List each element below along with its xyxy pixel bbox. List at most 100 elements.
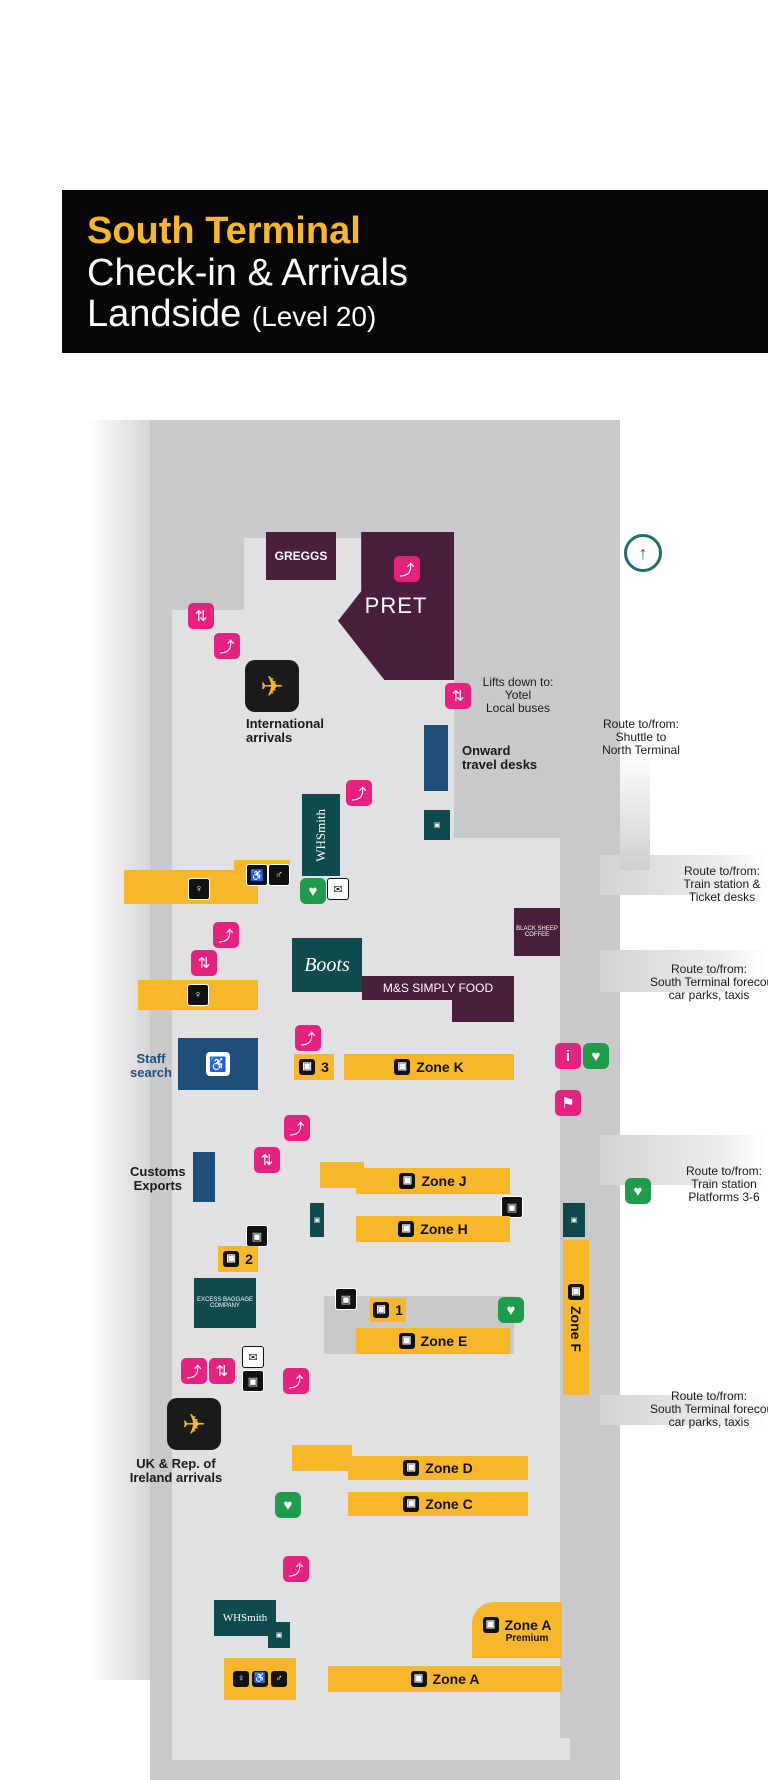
area-title: Check-in & Arrivals [87, 252, 408, 294]
international-arrivals-label: International arrivals [246, 717, 324, 745]
escalator-icon[interactable]: ⤴ [283, 1368, 309, 1394]
shuttle-route-label: Route to/from: Shuttle to North Terminal [596, 718, 686, 757]
premium-label: Premium [505, 1632, 549, 1644]
map-title-banner: South Terminal Check-in & Arrivals Lands… [62, 190, 768, 353]
baggage-drop-icon: ▣ [403, 1496, 420, 1512]
zone-k[interactable]: ▣Zone K [344, 1054, 514, 1080]
zone-a-premium[interactable]: ▣Zone A Premium [472, 1602, 562, 1658]
label-line: South Terminal forecourt, [650, 1402, 768, 1416]
boots-shop[interactable]: Boots [292, 938, 362, 992]
defibrillator-icon[interactable]: ♥ [583, 1043, 609, 1069]
lift-icon[interactable]: ⇅ [445, 683, 471, 709]
postbox-icon[interactable]: ✉ [327, 878, 349, 900]
escalator-icon[interactable]: ⤴ [284, 1115, 310, 1141]
zone-label: Zone F [568, 1305, 584, 1352]
escalator-icon[interactable]: ⤴ [295, 1025, 321, 1051]
baggage-drop-icon[interactable]: ▣ [335, 1288, 357, 1310]
zone-e[interactable]: ▣Zone E [356, 1328, 510, 1354]
whsmith-label: WHSmith [313, 808, 328, 862]
lift-icon[interactable]: ⇅ [254, 1147, 280, 1173]
label-line: UK & Rep. of [136, 1456, 216, 1471]
zone-number: 2 [245, 1251, 253, 1267]
toilets-icon[interactable]: ♀ [188, 878, 210, 900]
information-icon[interactable]: i [555, 1043, 581, 1069]
baggage-drop-icon[interactable]: ▣ [246, 1225, 268, 1247]
boots-label: Boots [304, 953, 350, 976]
greggs-shop[interactable]: GREGGS [266, 532, 336, 580]
label-line: car parks, taxis [668, 1415, 750, 1429]
label-line: Train station & [683, 877, 761, 891]
baggage-drop-icon[interactable]: ▣ [242, 1370, 264, 1392]
escalator-icon[interactable]: ⤴ [346, 780, 372, 806]
train-info-icon[interactable]: ⚑ [555, 1090, 581, 1116]
label-line: arrivals [246, 730, 293, 745]
staff-search-room[interactable]: ♿ [178, 1038, 258, 1090]
defibrillator-icon[interactable]: ♥ [498, 1297, 524, 1323]
train-ticket-route-label: Route to/from: Train station & Ticket de… [676, 865, 768, 904]
zone-3-desk[interactable]: ▣3 [294, 1054, 334, 1080]
lift-icon[interactable]: ⇅ [191, 950, 217, 976]
label-line: Route to/from: [683, 864, 761, 878]
zone-j[interactable]: ▣Zone J [356, 1168, 510, 1194]
baggage-drop-icon: ▣ [399, 1173, 416, 1189]
postbox-icon[interactable]: ✉ [242, 1346, 264, 1368]
terminal-title: South Terminal [87, 210, 361, 252]
zone-2-desk[interactable]: ▣2 [218, 1246, 258, 1272]
excess-baggage-shop[interactable]: EXCESS BAGGAGE COMPANY [194, 1278, 256, 1328]
escalator-icon[interactable]: ⤴ [283, 1556, 309, 1582]
label-line: travel desks [462, 757, 538, 772]
label-line: Route to/from: [685, 1164, 763, 1178]
defibrillator-icon[interactable]: ♥ [625, 1178, 651, 1204]
zone-d[interactable]: ▣Zone D [348, 1456, 528, 1480]
zone-1-desk[interactable]: ▣1 [370, 1298, 406, 1322]
label-line: Onward [462, 743, 511, 758]
level-label: (Level 20) [251, 301, 377, 332]
escalator-icon[interactable]: ⤴ [181, 1358, 207, 1384]
customs-exports-label: Customs Exports [130, 1165, 186, 1193]
customs-exports-office[interactable] [193, 1152, 215, 1202]
zone-d-extension [292, 1445, 352, 1471]
whsmith-shop-lower[interactable]: WHSmith [214, 1600, 276, 1636]
accessible-toilet-icon[interactable]: ♿ [252, 1671, 268, 1687]
onward-travel-desks[interactable] [424, 725, 448, 791]
baby-change-icon[interactable]: ♂ [271, 1671, 287, 1687]
zone-h[interactable]: ▣Zone H [356, 1216, 510, 1242]
baby-change-icon[interactable]: ♂ [268, 864, 290, 886]
escalator-icon[interactable]: ⤴ [394, 556, 420, 582]
forecourt-route-label-1: Route to/from: South Terminal forecourt,… [650, 963, 768, 1002]
zone-f-kiosk: ▣ [563, 1203, 585, 1237]
label-line: Ireland arrivals [129, 1470, 223, 1485]
onward-desk-kiosk[interactable]: ▣ [424, 810, 450, 840]
toilets-icon[interactable]: ♀ [187, 984, 209, 1006]
arrivals-hall [172, 610, 282, 1760]
kiosk: ▣ [310, 1203, 324, 1237]
defibrillator-icon[interactable]: ♥ [275, 1492, 301, 1518]
zone-a[interactable]: ▣Zone A [328, 1666, 562, 1692]
terminal-map: GREGGS PRET ↑ ⇅ ⤴ ⤴ ⇅ ⤴ ✈ International … [0, 360, 768, 1780]
whsmith-shop[interactable]: WHSmith [302, 794, 340, 876]
zone-label: Zone A [504, 1616, 552, 1633]
lift-icon[interactable]: ⇅ [188, 603, 214, 629]
accessible-toilet-icon[interactable]: ♿ [246, 864, 268, 886]
zone-c[interactable]: ▣Zone C [348, 1492, 528, 1516]
label-line: Shuttle to [615, 730, 667, 744]
zone-number: 1 [395, 1302, 403, 1318]
baggage-drop-icon: ▣ [373, 1302, 390, 1318]
toilets-block-2: ♀ [138, 980, 258, 1010]
toilets-icon[interactable]: ♀ [233, 1671, 249, 1687]
landside-title: Landside (Level 20) [87, 293, 376, 336]
label-line: Route to/from: [670, 1389, 748, 1403]
escalator-icon[interactable]: ⤴ [214, 633, 240, 659]
baggage-drop-icon: ▣ [403, 1460, 420, 1476]
defibrillator-icon[interactable]: ♥ [300, 878, 326, 904]
lift-icon[interactable]: ⇅ [209, 1358, 235, 1384]
black-sheep-coffee-shop[interactable]: BLACK SHEEP COFFEE [514, 908, 560, 956]
ms-simply-food-shop[interactable]: M&S SIMPLY FOOD [362, 976, 514, 1000]
zone-f[interactable]: ▣Zone F [563, 1240, 589, 1395]
baggage-drop-icon: ▣ [299, 1059, 316, 1075]
excess-baggage-label: EXCESS BAGGAGE COMPANY [196, 1297, 254, 1309]
escalator-icon[interactable]: ⤴ [213, 922, 239, 948]
route-forecourt-2 [600, 1395, 768, 1425]
baggage-drop-icon[interactable]: ▣ [501, 1196, 523, 1218]
label-line: Yotel [504, 688, 532, 702]
